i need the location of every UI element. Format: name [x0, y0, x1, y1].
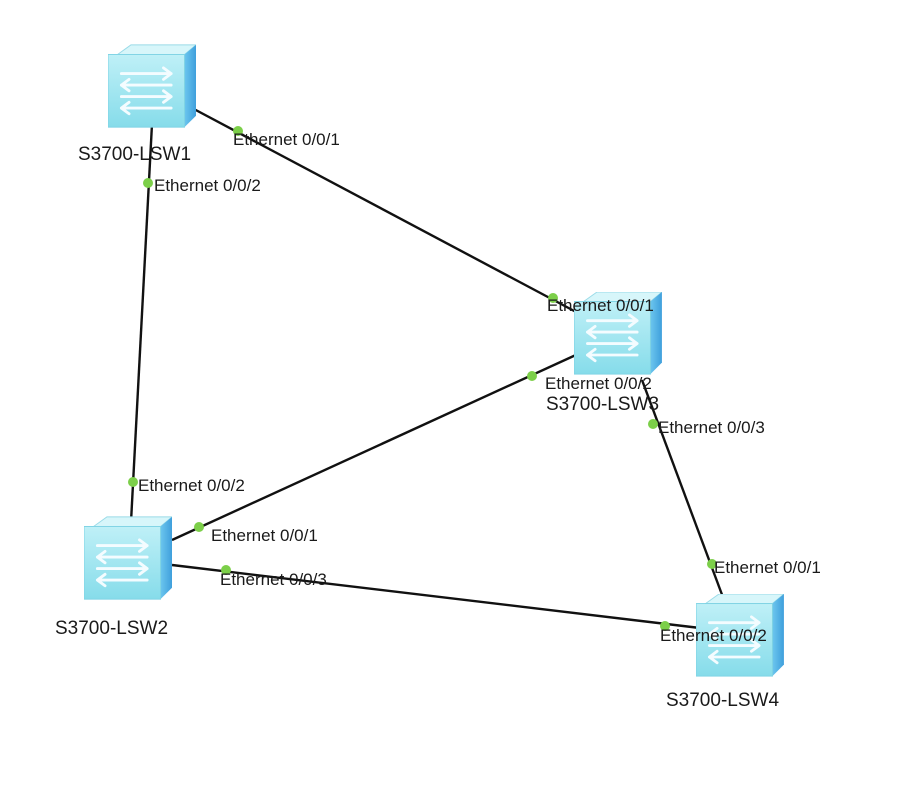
switch-lsw3[interactable]: S3700-LSW3	[546, 292, 662, 415]
port-label-lsw4-e001: Ethernet 0/0/1	[714, 558, 821, 577]
port-label-lsw1-e001: Ethernet 0/0/1	[233, 130, 340, 149]
switch-lsw1[interactable]: S3700-LSW1	[78, 44, 196, 165]
port-dot[interactable]	[233, 126, 243, 136]
links-layer	[129, 106, 726, 630]
device-label-lsw3: S3700-LSW3	[546, 394, 659, 415]
port-dot[interactable]	[143, 178, 153, 188]
port-dot[interactable]	[660, 621, 670, 631]
switch-lsw4[interactable]: S3700-LSW4	[666, 594, 784, 711]
port-label-lsw2-e002: Ethernet 0/0/2	[138, 476, 245, 495]
link-lsw2-lsw3[interactable]	[171, 352, 579, 542]
port-label-lsw2-e001: Ethernet 0/0/1	[211, 526, 318, 545]
port-dot[interactable]	[548, 293, 558, 303]
port-dot[interactable]	[527, 371, 537, 381]
port-label-lsw3-e001: Ethernet 0/0/1	[547, 296, 654, 315]
port-dot[interactable]	[194, 522, 204, 532]
port-dot[interactable]	[648, 419, 658, 429]
switch-icon	[84, 516, 172, 601]
port-label-lsw1-e002: Ethernet 0/0/2	[154, 176, 261, 195]
port-dots-layer	[128, 126, 717, 631]
port-dot[interactable]	[707, 559, 717, 569]
device-label-lsw2: S3700-LSW2	[55, 618, 168, 639]
port-label-lsw2-e003: Ethernet 0/0/3	[220, 570, 327, 589]
port-dot[interactable]	[128, 477, 138, 487]
port-label-lsw4-e002: Ethernet 0/0/2	[660, 626, 767, 645]
link-lsw2-lsw4[interactable]	[171, 563, 701, 630]
link-lsw1-lsw2[interactable]	[129, 123, 154, 523]
port-dot[interactable]	[221, 565, 231, 575]
device-label-lsw1: S3700-LSW1	[78, 144, 191, 165]
switch-lsw2[interactable]: S3700-LSW2	[55, 516, 172, 639]
device-label-lsw4: S3700-LSW4	[666, 690, 779, 711]
switch-icon	[108, 44, 196, 129]
port-label-lsw3-e003: Ethernet 0/0/3	[658, 418, 765, 437]
link-lsw1-lsw3[interactable]	[191, 106, 579, 315]
port-labels-layer: Ethernet 0/0/1 Ethernet 0/0/2 Ethernet 0…	[138, 130, 821, 645]
port-label-lsw3-e002: Ethernet 0/0/2	[545, 374, 652, 393]
